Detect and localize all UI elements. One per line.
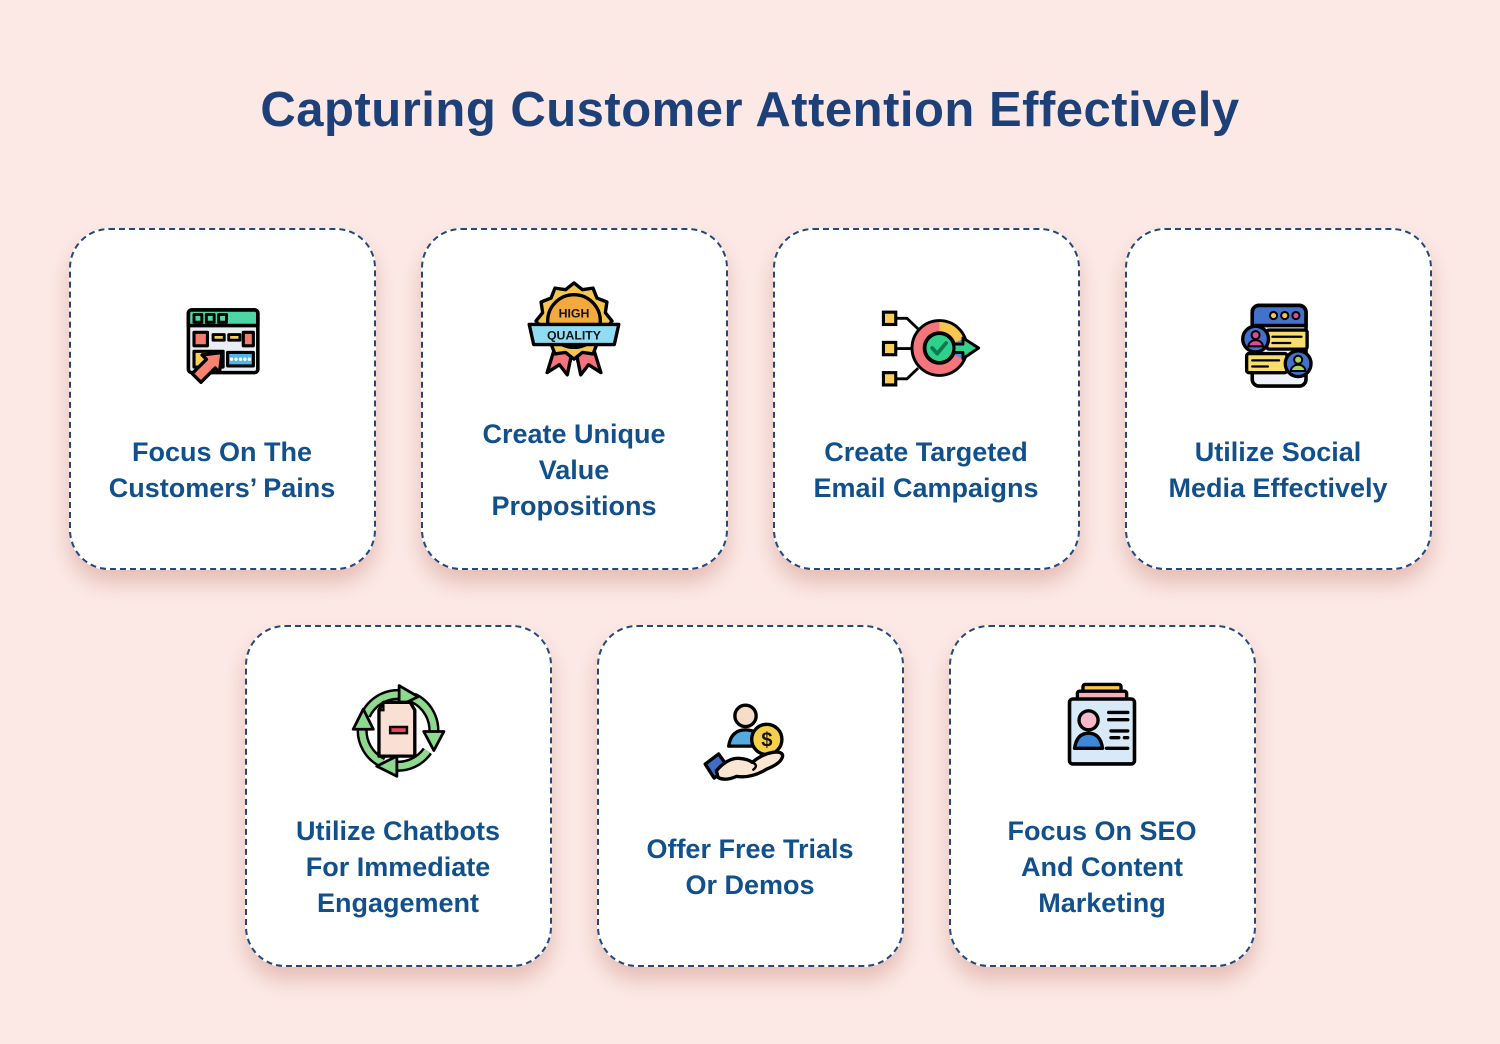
card-row-top: Focus On The Customers’ Pains HIGH QUALI…	[0, 228, 1500, 570]
badge-high-text: HIGH	[559, 307, 590, 321]
card-customers-pains: Focus On The Customers’ Pains	[68, 228, 376, 570]
card-label: Offer Free Trials Or Demos	[646, 834, 854, 900]
hand-person-coin-icon: $	[694, 689, 806, 801]
browser-cursor-icon	[166, 292, 278, 404]
card-social-media: Utilize Social Media Effectively	[1124, 228, 1432, 570]
social-media-chat-icon	[1222, 292, 1334, 404]
card-label: Create Targeted Email Campaigns	[813, 437, 1039, 503]
card-label: Utilize Social Media Effectively	[1168, 437, 1388, 503]
card-row-bottom: Utilize Chatbots For Immediate Engagemen…	[0, 625, 1500, 967]
page-title: Capturing Customer Attention Effectively	[260, 83, 1240, 137]
card-label: Focus On SEO And Content Marketing	[1007, 816, 1197, 918]
card-seo-content: Focus On SEO And Content Marketing	[948, 625, 1256, 967]
recycle-package-icon	[342, 671, 454, 783]
card-label: Focus On The Customers’ Pains	[108, 437, 336, 503]
card-label: Utilize Chatbots For Immediate Engagemen…	[295, 816, 500, 918]
badge-quality-text: QUALITY	[547, 329, 602, 343]
id-card-content-icon	[1046, 671, 1158, 783]
coin-dollar-text: $	[761, 730, 772, 752]
card-targeted-email: Create Targeted Email Campaigns	[772, 228, 1080, 570]
card-chatbots: Utilize Chatbots For Immediate Engagemen…	[244, 625, 552, 967]
card-unique-value: HIGH QUALITY Create Unique Value Proposi…	[420, 228, 728, 570]
card-label: Create Unique Value Propositions	[482, 419, 666, 521]
targeted-campaign-icon	[870, 292, 982, 404]
card-free-trials: $ Offer Free Trials Or Demos	[596, 625, 904, 967]
high-quality-badge-icon: HIGH QUALITY	[518, 274, 630, 386]
